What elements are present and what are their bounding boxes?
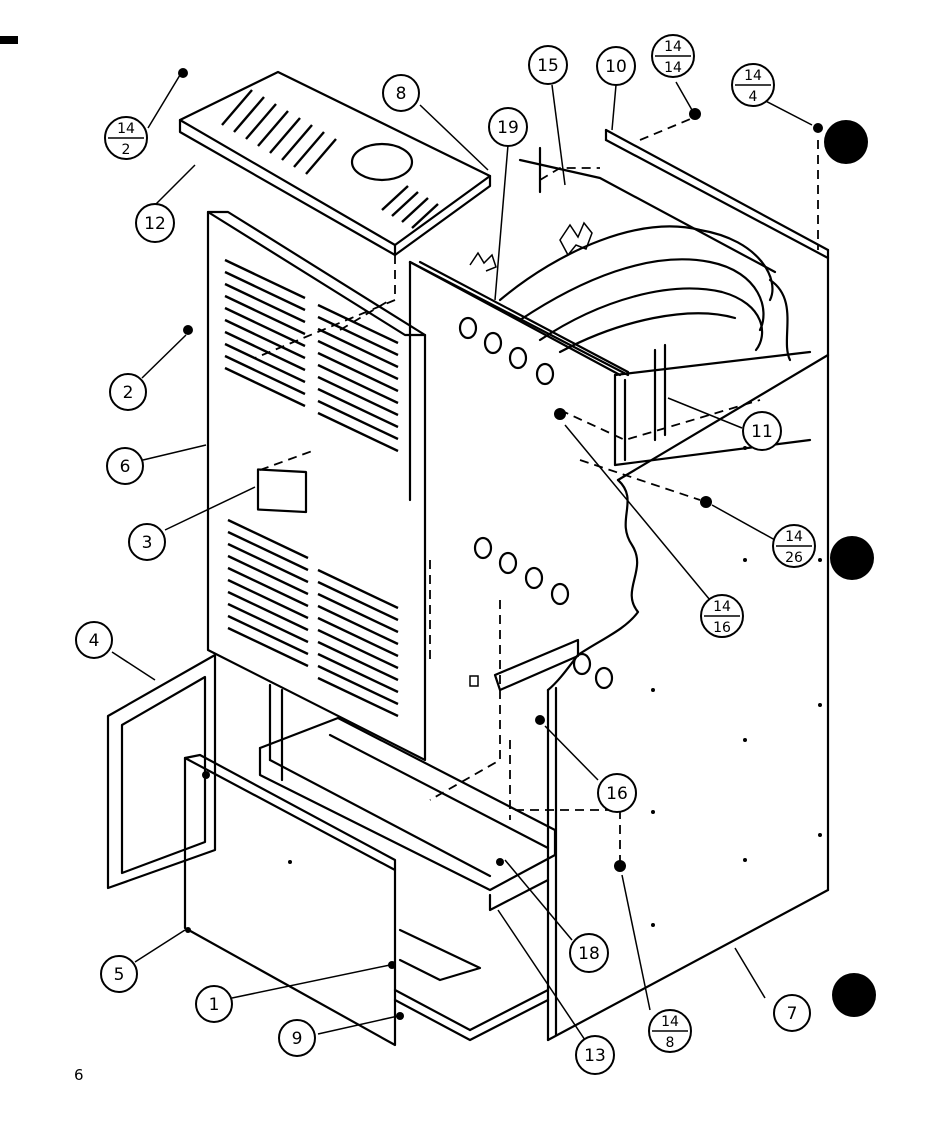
svg-text:13: 13 bbox=[584, 1046, 606, 1066]
svg-text:8: 8 bbox=[396, 84, 407, 104]
svg-text:8: 8 bbox=[666, 1035, 675, 1051]
callout-18: 18 bbox=[569, 933, 609, 973]
svg-text:19: 19 bbox=[497, 118, 519, 138]
svg-text:2: 2 bbox=[122, 142, 131, 158]
svg-text:14: 14 bbox=[744, 68, 762, 84]
svg-text:26: 26 bbox=[785, 550, 803, 566]
svg-text:14: 14 bbox=[713, 599, 731, 615]
top-rear-rail bbox=[604, 128, 830, 260]
lower-door bbox=[183, 753, 397, 1047]
svg-text:4: 4 bbox=[749, 89, 758, 105]
svg-text:18: 18 bbox=[578, 944, 600, 964]
filter-frame bbox=[106, 653, 217, 890]
svg-text:5: 5 bbox=[114, 965, 125, 985]
upper-door bbox=[206, 210, 427, 762]
page-number: 6 bbox=[74, 1066, 84, 1084]
svg-text:14: 14 bbox=[664, 60, 682, 76]
callout-14-16: 14 16 bbox=[700, 594, 744, 638]
callout-14-14: 14 14 bbox=[651, 34, 695, 78]
svg-text:16: 16 bbox=[606, 784, 628, 804]
callout-14-4: 14 4 bbox=[731, 63, 775, 107]
svg-text:15: 15 bbox=[537, 56, 559, 76]
callout-6: 6 bbox=[106, 447, 144, 485]
binder-hole-bottom bbox=[832, 973, 876, 1017]
callout-5: 5 bbox=[100, 955, 138, 993]
svg-text:7: 7 bbox=[787, 1004, 798, 1024]
binder-hole-top bbox=[824, 120, 868, 164]
callout-9: 9 bbox=[278, 1019, 316, 1057]
svg-text:14: 14 bbox=[785, 529, 803, 545]
base-tray bbox=[258, 683, 557, 1042]
callout-14-2: 14 2 bbox=[104, 116, 148, 160]
callout-14-26: 14 26 bbox=[772, 524, 816, 568]
svg-text:10: 10 bbox=[605, 57, 627, 77]
svg-text:12: 12 bbox=[144, 214, 166, 234]
top-panel bbox=[178, 70, 492, 257]
binder-hole-middle bbox=[830, 536, 874, 580]
callout-13: 13 bbox=[575, 1035, 615, 1075]
svg-text:9: 9 bbox=[292, 1029, 303, 1049]
callout-15: 15 bbox=[528, 45, 568, 85]
vestibule-panel bbox=[408, 260, 630, 690]
callout-8: 8 bbox=[382, 74, 420, 112]
svg-text:14: 14 bbox=[117, 121, 135, 137]
scan-mark bbox=[0, 36, 18, 44]
callout-11: 11 bbox=[742, 411, 782, 451]
svg-text:14: 14 bbox=[664, 39, 682, 55]
svg-text:1: 1 bbox=[209, 995, 220, 1015]
svg-text:3: 3 bbox=[142, 533, 153, 553]
callout-7: 7 bbox=[773, 994, 811, 1032]
baffle-shelf bbox=[469, 638, 580, 692]
callout-2: 2 bbox=[109, 373, 147, 411]
svg-text:4: 4 bbox=[89, 631, 100, 651]
callout-19: 19 bbox=[488, 107, 528, 147]
callout-16: 16 bbox=[597, 773, 637, 813]
svg-text:2: 2 bbox=[123, 383, 134, 403]
callout-4: 4 bbox=[75, 621, 113, 659]
callout-14-8: 14 8 bbox=[648, 1009, 692, 1053]
hidden-lines bbox=[254, 114, 819, 870]
callout-3: 3 bbox=[128, 523, 166, 561]
callout-12: 12 bbox=[135, 203, 175, 243]
cabinet-body bbox=[408, 248, 830, 1042]
svg-text:11: 11 bbox=[751, 422, 773, 442]
heat-exchanger bbox=[469, 146, 812, 467]
callout-1: 1 bbox=[195, 985, 233, 1023]
svg-text:6: 6 bbox=[120, 457, 131, 477]
leader-lines bbox=[111, 74, 813, 1041]
svg-text:16: 16 bbox=[713, 620, 731, 636]
callout-10: 10 bbox=[596, 46, 636, 86]
svg-text:14: 14 bbox=[661, 1014, 679, 1030]
screws bbox=[178, 68, 823, 1020]
